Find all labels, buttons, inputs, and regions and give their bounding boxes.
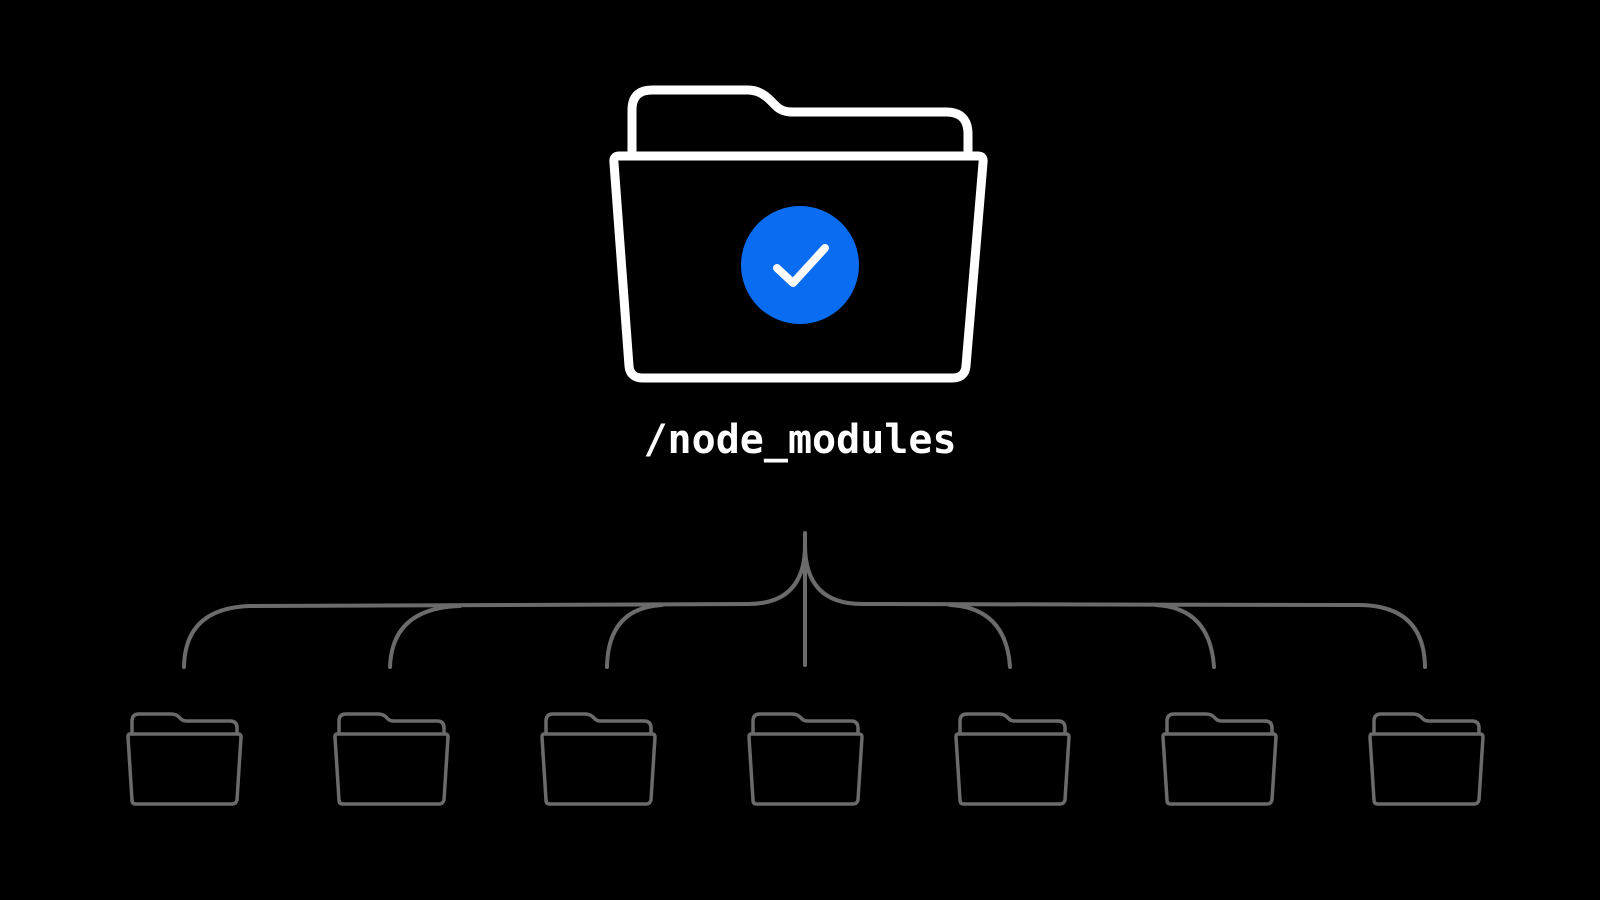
child-folder-icon [747, 712, 864, 806]
root-folder-label: /node_modules [643, 417, 957, 463]
child-folder-icon [126, 712, 243, 806]
child-folder-icon [1368, 712, 1485, 806]
check-circle-icon [741, 206, 859, 324]
root-folder-icon [609, 85, 988, 383]
child-folder-icon [333, 712, 450, 806]
child-folder-icon [1161, 712, 1278, 806]
child-folders [126, 712, 1485, 806]
child-folder-icon [540, 712, 657, 806]
child-folder-icon [954, 712, 1071, 806]
tree-connectors [182, 531, 1427, 669]
